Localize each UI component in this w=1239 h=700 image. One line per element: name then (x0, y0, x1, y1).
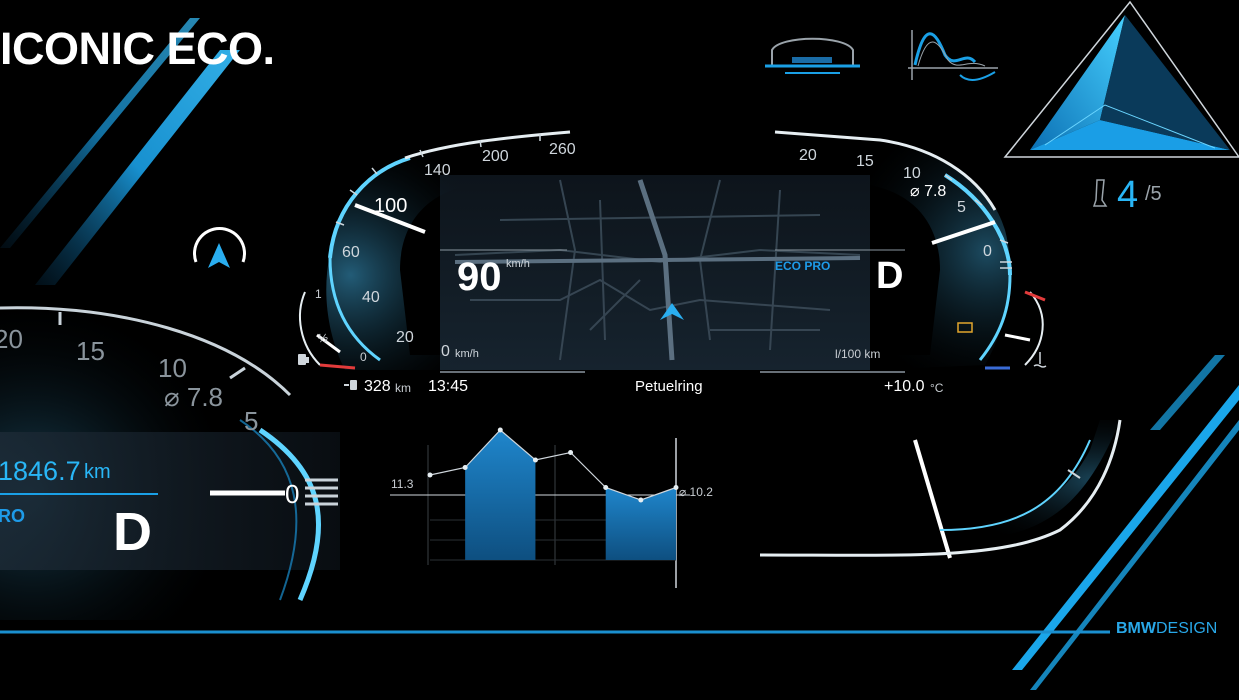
speed-tick-140: 140 (424, 162, 451, 179)
zoom-tick-20: 20 (0, 324, 23, 354)
fuel-tick-half: ½ (318, 331, 329, 345)
efficiency-max: /5 (1145, 183, 1162, 205)
graph-left-label: 11.3 (391, 477, 414, 491)
odometer-unit: km (84, 461, 111, 483)
zoom-tick-10: 10 (158, 353, 187, 383)
right-accent-stripes (1012, 355, 1239, 690)
graph-area-0 (465, 430, 536, 560)
consumption-tick-0: 0 (983, 243, 992, 260)
brand-bmw: BMW (1116, 620, 1156, 637)
graph-point-7 (673, 485, 679, 490)
outside-temperature: +10.0 (884, 378, 925, 395)
graph-point-5 (603, 485, 609, 490)
clock-time: 13:45 (428, 378, 469, 395)
speed-tick-unit: km/h (455, 348, 479, 360)
left-accent-stripes (0, 18, 240, 285)
speed-tick-40: 40 (362, 289, 380, 306)
eco-triangle-icon (1003, 0, 1239, 158)
avg-consumption: ⌀ 7.8 (910, 183, 947, 200)
speed-tick-0: 0 (441, 343, 450, 360)
coolant-temp-icon (1033, 352, 1047, 368)
speed-value: 90 (457, 255, 502, 299)
zoom-drive-mode: RO (0, 506, 25, 526)
graph-point-0 (427, 472, 433, 478)
graph-point-1 (462, 465, 468, 470)
instrument-cluster (298, 130, 1047, 390)
zoom-gear: D (113, 502, 152, 562)
speed-tick-100: 100 (374, 195, 408, 217)
speed-tick-200: 200 (482, 148, 509, 165)
range-value: 328 (364, 378, 391, 395)
brand-logo: BMWDESIGN (1116, 621, 1217, 637)
fuel-pump-icon (298, 354, 309, 365)
pedal-curve-graphic (759, 419, 1122, 559)
drive-mode-label: ECO PRO (775, 259, 831, 273)
page-title: ICONIC ECO. (0, 23, 275, 74)
zoom-tick-0: 0 (285, 479, 300, 509)
speed-needle (354, 203, 426, 234)
consumption-tick-10: 10 (903, 165, 921, 182)
consumption-tick-15: 15 (856, 153, 874, 170)
graph-point-2 (497, 427, 503, 433)
speed-tick-20: 20 (396, 329, 414, 346)
car-front-icon (765, 37, 860, 74)
speed-tick-60: 60 (342, 244, 360, 261)
speed-tick-260: 260 (549, 141, 576, 158)
navigation-arrow-icon (660, 303, 684, 320)
efficiency-score: 4 (1117, 174, 1139, 216)
range-fuel-icon (344, 380, 357, 390)
map-roads (454, 179, 861, 361)
consumption-needle (931, 220, 996, 245)
gear-indicator: D (876, 255, 904, 297)
graph-point-3 (532, 457, 538, 463)
temperature-unit: °C (930, 381, 944, 395)
street-name: Petuelring (635, 378, 703, 395)
efficiency-pedal-icon (1092, 179, 1108, 207)
consumption-tick-20: 20 (799, 147, 817, 164)
graph-area-1 (605, 487, 676, 560)
fuel-tick-empty: 0 (360, 350, 367, 364)
consumption-unit: l/100 km (835, 347, 881, 361)
fuel-tick-full: 1 (315, 287, 322, 301)
zoom-tick-5: 5 (244, 406, 259, 436)
zoom-tick-15: 15 (76, 336, 105, 366)
zoom-avg: ⌀ 7.8 (164, 382, 224, 412)
battery-icon (957, 322, 973, 333)
graph-point-6 (638, 497, 644, 503)
graph-avg-label: ⌀ 10.2 (679, 485, 713, 499)
speed-unit: km/h (506, 258, 530, 270)
consumption-graph (390, 427, 690, 588)
zoomed-dial (0, 304, 340, 620)
odometer-value: 1846.7 (0, 456, 81, 486)
range-unit: km (395, 381, 411, 395)
graph-point-4 (568, 450, 574, 455)
navigation-circle-icon (193, 226, 246, 268)
consumption-tick-5: 5 (957, 199, 966, 216)
brand-design: DESIGN (1155, 620, 1218, 637)
waveform-icon (908, 30, 998, 82)
